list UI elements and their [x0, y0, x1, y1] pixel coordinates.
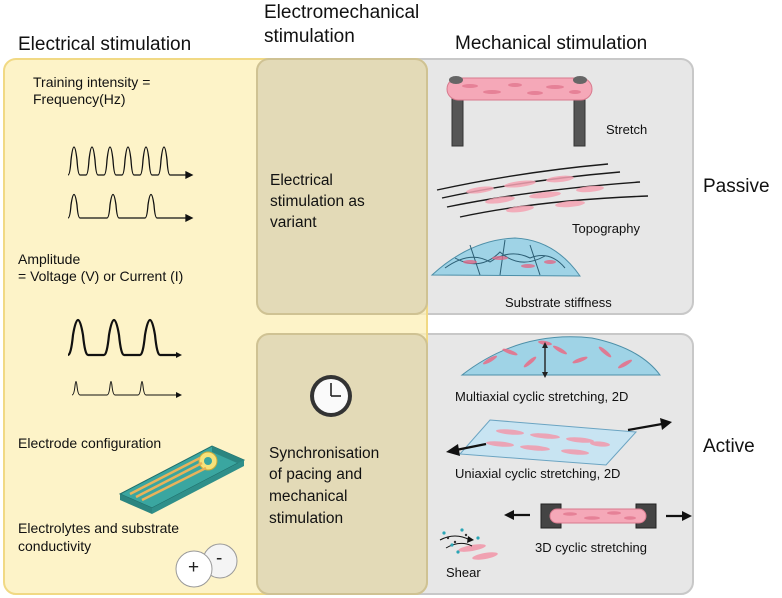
uniaxial-label: Uniaxial cyclic stretching, 2D [455, 466, 621, 481]
mechanical-stimulation-header: Mechanical stimulation [455, 33, 648, 54]
electrolytes-label-line1: Electrolytes and substrate [18, 520, 180, 536]
electromechanical-active-panel [256, 333, 428, 595]
training-intensity-label-line1: Training intensity = [33, 74, 151, 90]
plus-ion-label: + [188, 557, 200, 578]
3d-cyclic-stretching-label: 3D cyclic stretching [535, 540, 647, 555]
electrode-configuration-label: Electrode configuration [18, 435, 162, 451]
substrate-stiffness-label: Substrate stiffness [505, 295, 612, 310]
electromech-active-text-line2: of pacing and [269, 466, 363, 483]
stretch-label: Stretch [606, 122, 648, 137]
topography-label: Topography [572, 221, 640, 236]
multiaxial-label: Multiaxial cyclic stretching, 2D [455, 389, 629, 404]
passive-row-label: Passive [703, 176, 770, 197]
electromechanical-header-line2: stimulation [264, 26, 355, 47]
electrical-stimulation-header: Electrical stimulation [18, 34, 192, 55]
electromech-active-text-line4: stimulation [269, 510, 344, 527]
electromech-active-text-line3: mechanical [269, 488, 348, 505]
amplitude-label-line1: Amplitude [18, 251, 81, 267]
training-intensity-label-line2: Frequency(Hz) [33, 91, 126, 107]
amplitude-label-line2: = Voltage (V) or Current (I) [18, 268, 184, 284]
electromechanical-passive-panel [256, 58, 428, 315]
electromech-passive-text-line1: Electrical [270, 172, 333, 189]
shear-label: Shear [446, 565, 481, 580]
electromech-passive-text-line2: stimulation as [270, 193, 365, 210]
active-row-label: Active [703, 436, 755, 457]
electromech-passive-text-line3: variant [270, 214, 317, 231]
electromechanical-header-line1: Electromechanical [264, 2, 420, 23]
electromech-active-text-line1: Synchronisation [269, 445, 380, 462]
electrolytes-label-line2: conductivity [18, 538, 92, 554]
minus-ion-label: - [216, 548, 223, 569]
